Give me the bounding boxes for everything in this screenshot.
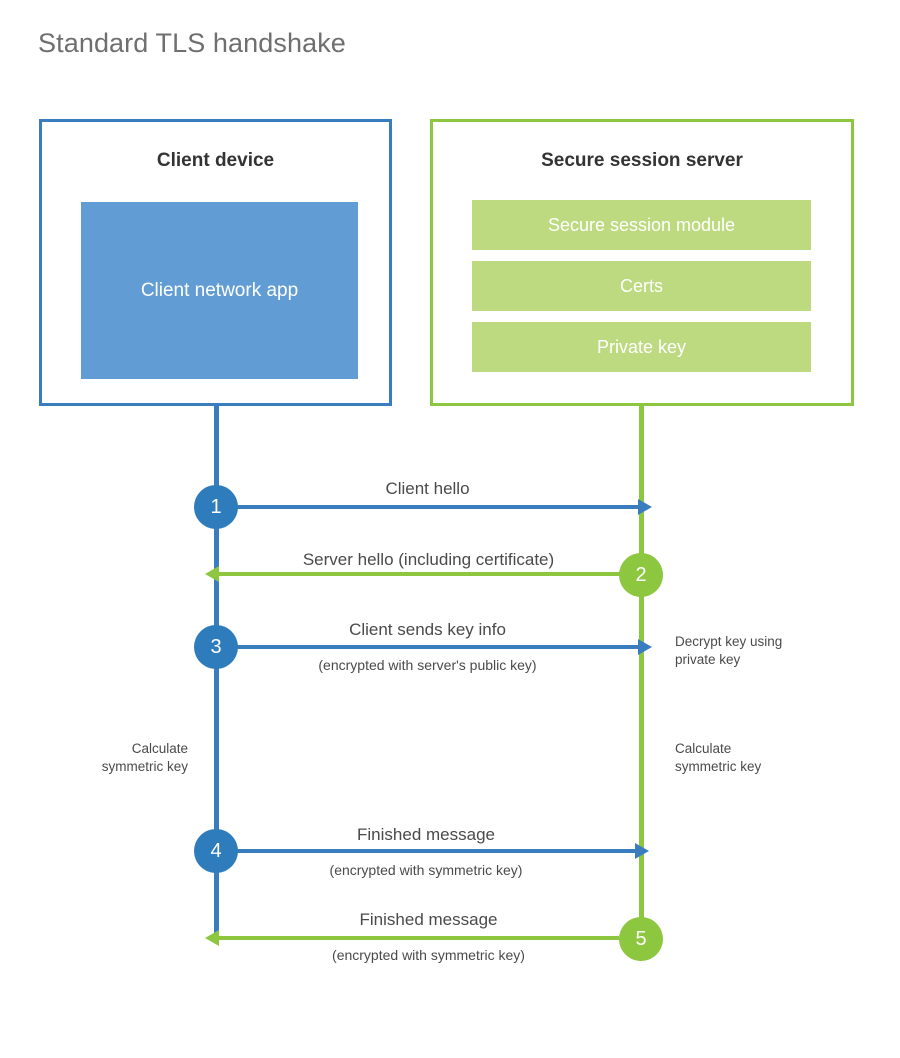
note-line-1: Calculate xyxy=(675,741,732,756)
client-device-title: Client device xyxy=(156,150,275,171)
arrow-shaft xyxy=(218,572,639,576)
arrow-step-2 xyxy=(205,566,639,582)
label-step-4: Finished message xyxy=(357,825,495,844)
page-title: Standard TLS handshake xyxy=(38,28,346,58)
arrow-shaft xyxy=(216,505,639,509)
arrow-step-1 xyxy=(216,499,652,515)
server-component-private-key: Private key xyxy=(472,322,811,372)
step-circle-4: 4 xyxy=(194,829,238,873)
arrow-shaft xyxy=(218,936,619,940)
arrow-head xyxy=(635,843,649,859)
label-step-5: Finished message xyxy=(359,910,498,929)
note-server-calculate-symmetric-key: Calculate symmetric key xyxy=(675,740,845,776)
server-lifeline xyxy=(639,406,644,940)
secure-session-server-box: Secure session server Secure session mod… xyxy=(430,119,854,406)
step-circle-2: 2 xyxy=(619,553,663,597)
note-line-2: symmetric key xyxy=(675,759,762,775)
arrow-head xyxy=(205,930,219,946)
note-decrypt-key-using-private-key: Decrypt key using private key xyxy=(675,633,845,669)
step-circle-3: 3 xyxy=(194,625,238,669)
note-client-calculate-symmetric-key: Calculate symmetric key xyxy=(20,740,188,776)
note-line-1: Decrypt key using xyxy=(675,634,783,649)
arrow-head xyxy=(205,566,219,582)
step-circle-5: 5 xyxy=(619,917,663,961)
server-component-certs: Certs xyxy=(472,261,811,311)
label-step-3: Client sends key info xyxy=(349,620,506,639)
arrow-step-3 xyxy=(216,639,652,655)
client-lifeline xyxy=(214,406,219,941)
sublabel-step-4: (encrypted with symmetric key) xyxy=(329,862,523,878)
step-circle-1: 1 xyxy=(194,485,238,529)
sublabel-step-5: (encrypted with symmetric key) xyxy=(332,947,525,963)
arrow-head xyxy=(638,639,652,655)
arrow-step-5 xyxy=(205,930,619,946)
client-device-box: Client device Client network app xyxy=(39,119,392,406)
client-network-app-block: Client network app xyxy=(81,202,358,379)
label-step-2: Server hello (including certificate) xyxy=(302,550,555,569)
arrow-step-4 xyxy=(216,843,649,859)
secure-session-server-title: Secure session server xyxy=(541,150,743,171)
arrow-shaft xyxy=(216,849,636,853)
server-component-secure-session-module: Secure session module xyxy=(472,200,811,250)
note-line-2: symmetric key xyxy=(101,759,188,775)
note-line-2: private key xyxy=(675,652,741,668)
arrow-head xyxy=(638,499,652,515)
note-line-1: Calculate xyxy=(131,741,188,756)
sublabel-step-3: (encrypted with server's public key) xyxy=(318,657,537,673)
arrow-shaft xyxy=(216,645,639,649)
server-component-stack: Secure session module Certs Private key xyxy=(472,200,811,383)
label-step-1: Client hello xyxy=(385,479,470,498)
